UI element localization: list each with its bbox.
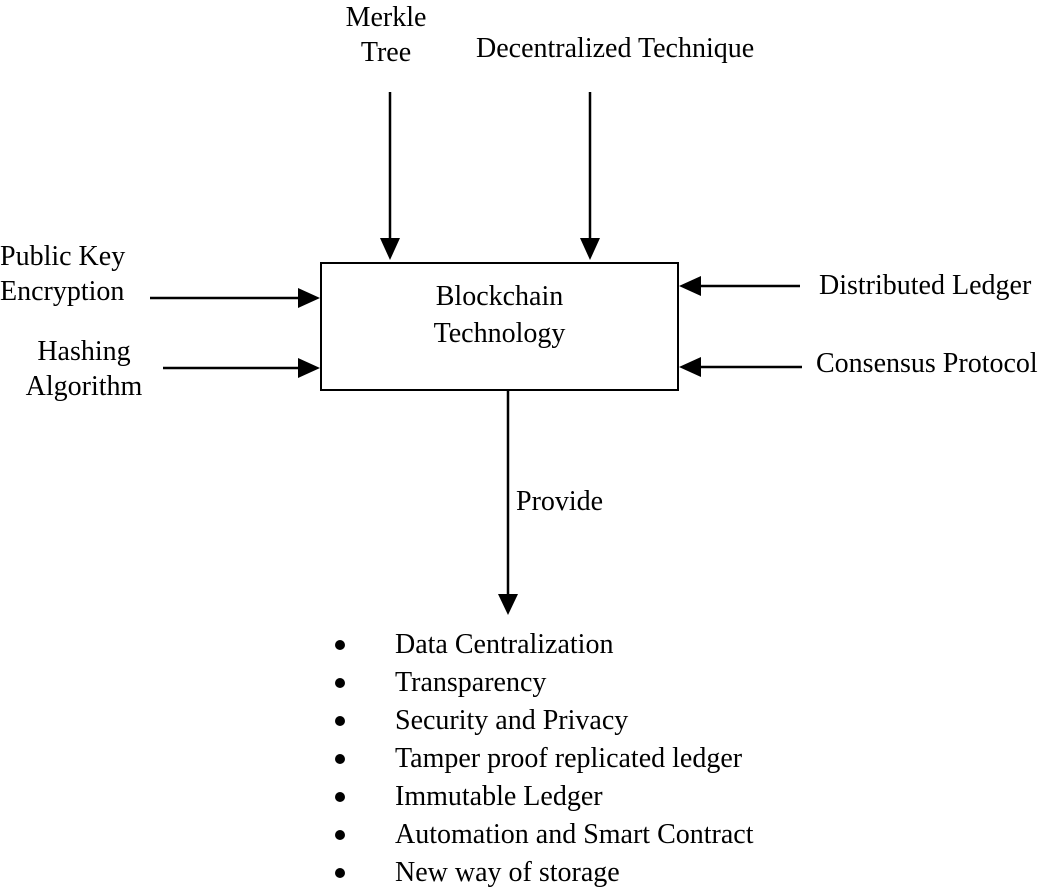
arrow-distributed-ledger	[679, 276, 800, 296]
label-merkle-tree: Merkle Tree	[330, 0, 442, 70]
label-distributed-ledger: Distributed Ledger	[819, 270, 1032, 301]
bullet-icon	[335, 678, 345, 688]
label-pke-line2: Encryption	[0, 276, 125, 307]
label-hash-line1: Hashing	[37, 336, 131, 367]
list-item-text: Transparency	[395, 667, 547, 698]
label-consensus-protocol: Consensus Protocol	[816, 348, 1038, 379]
label-hash-line2: Algorithm	[25, 371, 143, 402]
label-merkle-line1: Merkle	[345, 2, 427, 33]
bullet-icon	[335, 830, 345, 840]
list-item-text: New way of storage	[395, 857, 620, 888]
bullet-icon	[335, 640, 345, 650]
list-item-text: Data Centralization	[395, 629, 614, 660]
box-title: Blockchain Technology	[322, 278, 677, 352]
list-item-text: Security and Privacy	[395, 705, 629, 736]
box-title-line2: Technology	[433, 318, 566, 349]
arrow-consensus-protocol	[679, 357, 802, 377]
label-provide: Provide	[516, 486, 604, 517]
arrow-provide	[498, 391, 518, 615]
arrow-hashing-algorithm	[163, 358, 320, 378]
list-item-text: Immutable Ledger	[395, 781, 603, 812]
blockchain-technology-box: Blockchain Technology	[320, 262, 679, 391]
arrow-public-key-encryption	[150, 288, 320, 308]
label-merkle-line2: Tree	[360, 37, 412, 68]
label-public-key-encryption: Public Key Encryption	[0, 239, 125, 309]
label-decentralized-technique: Decentralized Technique	[476, 33, 755, 64]
arrow-merkle-tree	[380, 92, 400, 260]
label-hashing-algorithm: Hashing Algorithm	[14, 334, 154, 404]
box-title-line1: Blockchain	[435, 281, 564, 312]
list-item-text: Tamper proof replicated ledger	[395, 743, 743, 774]
label-pke-line1: Public Key	[0, 241, 126, 272]
bullet-icon	[335, 868, 345, 878]
list-item-text: Automation and Smart Contract	[395, 819, 754, 850]
bullet-icon	[335, 754, 345, 764]
arrow-decentralized-technique	[580, 92, 600, 260]
bullet-icon	[335, 792, 345, 802]
bullet-icon	[335, 716, 345, 726]
